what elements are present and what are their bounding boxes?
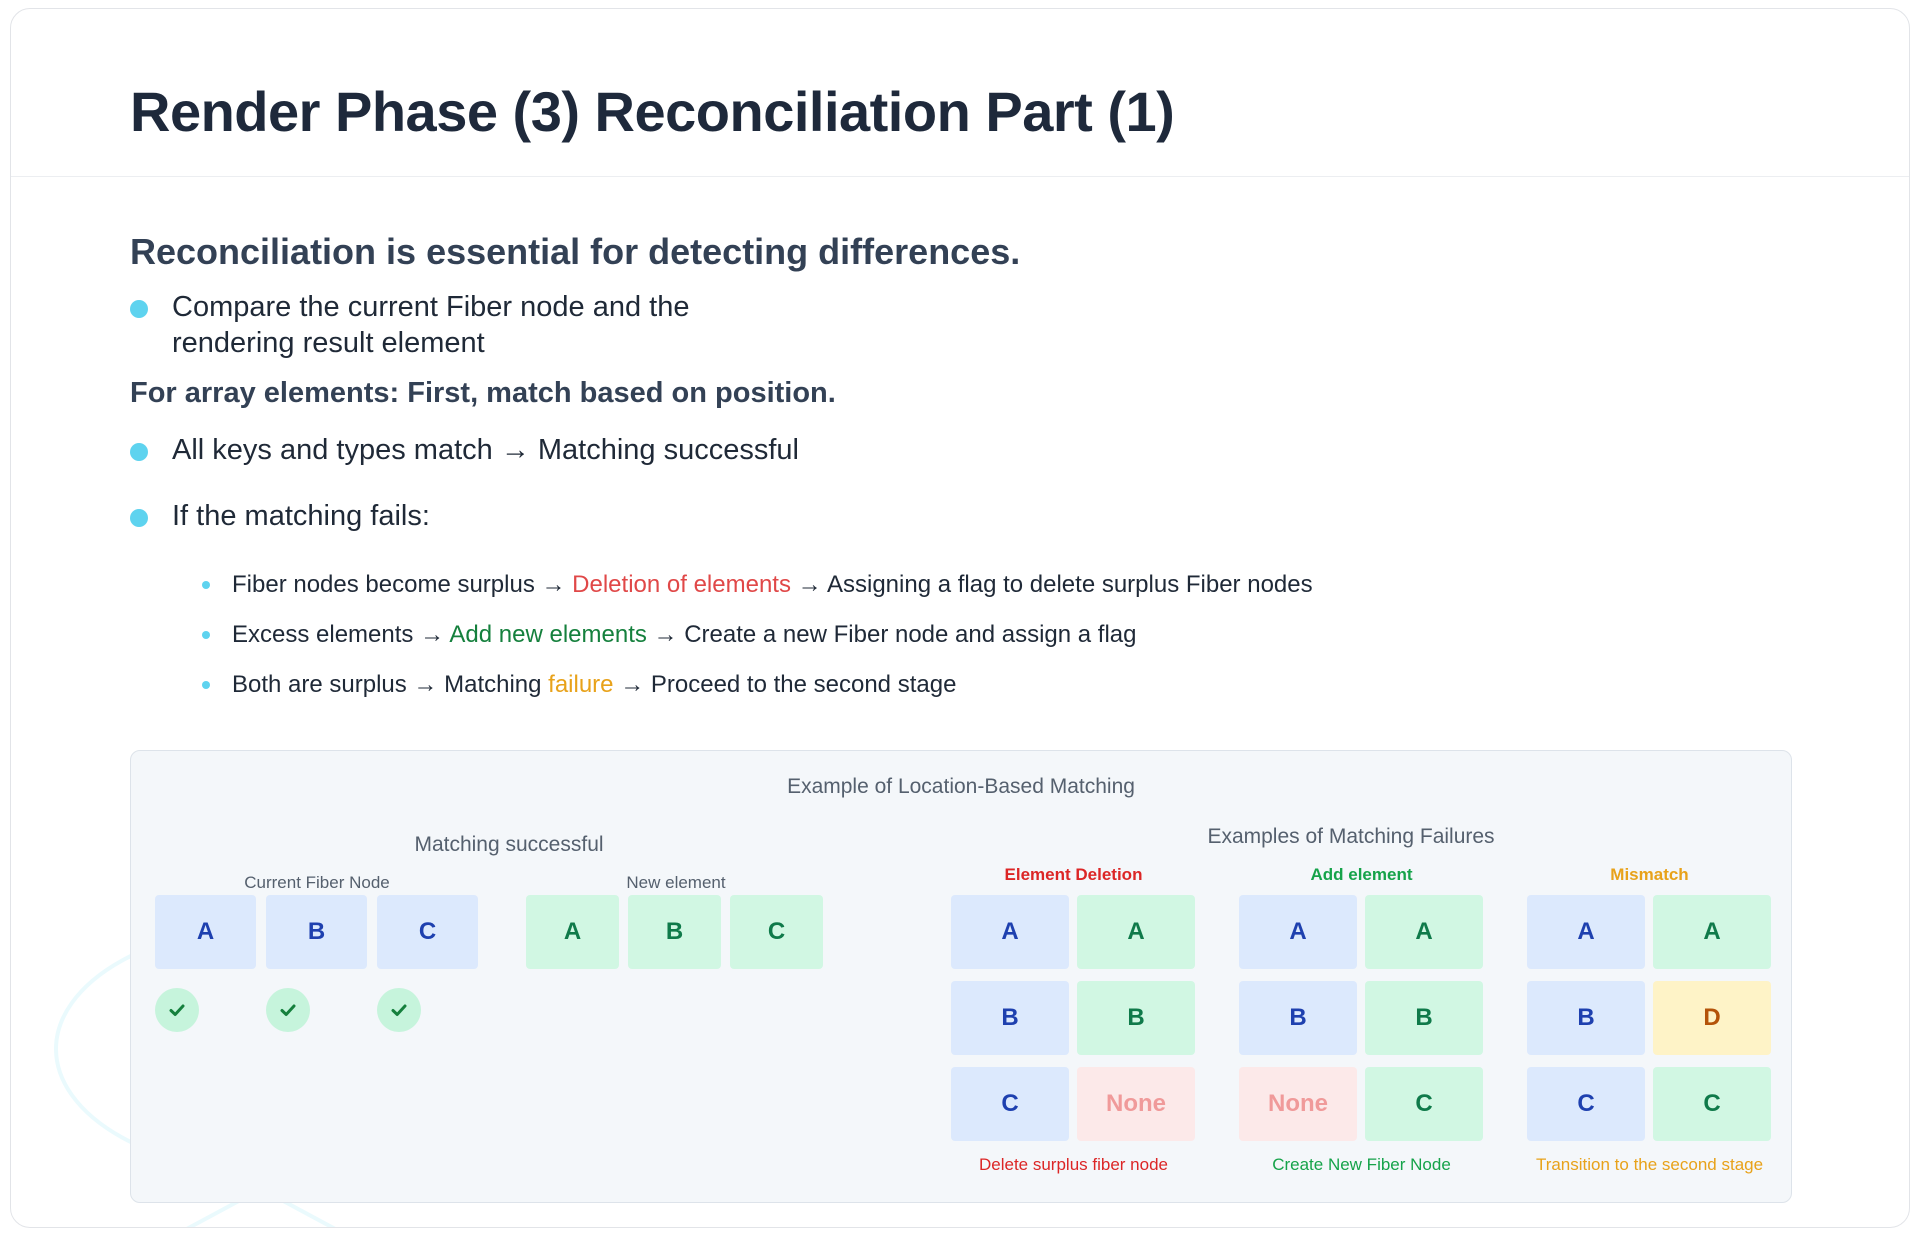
sub-bullet-dot-icon <box>202 581 210 589</box>
failures-title: Examples of Matching Failures <box>1207 825 1495 848</box>
fiber-cell: A <box>1239 895 1357 969</box>
fiber-cell: B <box>1239 981 1357 1055</box>
element-cell: C <box>1653 1067 1771 1141</box>
main-heading: Reconciliation is essential for detectin… <box>130 231 1021 272</box>
current-node-cell: C <box>377 895 478 969</box>
fiber-cell: C <box>951 1067 1069 1141</box>
group-label-deletion: Element Deletion <box>1004 865 1143 884</box>
slide-body: Reconciliation is essential for detectin… <box>130 231 1730 710</box>
bullet-compare: Compare the current Fiber node and the r… <box>130 289 1730 361</box>
text-post: → Create a new Fiber node and assign a f… <box>646 621 1137 648</box>
text-post: → Proceed to the second stage <box>613 671 957 698</box>
new-element-label: New element <box>626 873 726 892</box>
current-fiber-label: Current Fiber Node <box>244 873 390 892</box>
failure-case-deletion: Fiber nodes become surplus → Deletion of… <box>202 560 1730 610</box>
element-cell: A <box>1365 895 1483 969</box>
failure-case-mismatch: Both are surplus → Matching failure → Pr… <box>202 660 1730 710</box>
current-node-cell: B <box>266 895 367 969</box>
fiber-cell: C <box>1527 1067 1645 1141</box>
mismatch-cell: D <box>1653 981 1771 1055</box>
bullet-text: All keys and types match → Matching succ… <box>172 434 799 466</box>
none-cell: None <box>1239 1067 1357 1141</box>
group-label-add: Add element <box>1310 865 1413 884</box>
sub-bullet-text: Excess elements → Add new elements → Cre… <box>232 621 1137 649</box>
element-cell: C <box>1365 1067 1483 1141</box>
new-element-cell: B <box>628 895 721 969</box>
caption-mismatch: Transition to the second stage <box>1535 1155 1764 1174</box>
check-icon <box>266 988 310 1032</box>
bullet-success: All keys and types match → Matching succ… <box>130 432 1730 468</box>
text-post: → Assigning a flag to delete surplus Fib… <box>790 571 1313 598</box>
text-pre: Excess elements → <box>232 621 450 648</box>
failure-case-add: Excess elements → Add new elements → Cre… <box>202 610 1730 660</box>
failure-cases-list: Fiber nodes become surplus → Deletion of… <box>202 560 1730 710</box>
element-cell: B <box>1365 981 1483 1055</box>
text-pre: Both are surplus → Matching <box>232 671 549 698</box>
text-pre: Fiber nodes become surplus → <box>232 571 573 598</box>
new-element-cell: C <box>730 895 823 969</box>
check-icon <box>377 988 421 1032</box>
sub-heading: For array elements: First, match based o… <box>130 377 836 409</box>
highlight-failure: failure <box>548 671 614 698</box>
fiber-cell: A <box>1527 895 1645 969</box>
sub-bullet-dot-icon <box>202 631 210 639</box>
bullet-failure: If the matching fails: <box>130 498 1730 534</box>
fiber-cell: A <box>951 895 1069 969</box>
bullet-text: If the matching fails: <box>172 500 430 532</box>
current-node-cell: A <box>155 895 256 969</box>
element-cell: A <box>1653 895 1771 969</box>
bullet-dot-icon <box>130 443 148 461</box>
fiber-cell: B <box>1527 981 1645 1055</box>
slide-header: Render Phase (3) Reconciliation Part (1) <box>11 9 1909 177</box>
caption-add: Create New Fiber Node <box>1272 1155 1451 1174</box>
fiber-cell: B <box>951 981 1069 1055</box>
highlight-deletion: Deletion of elements <box>572 571 791 598</box>
diagram-title: Example of Location-Based Matching <box>787 775 1135 798</box>
check-icon <box>155 988 199 1032</box>
matching-diagram-panel: Example of Location-Based Matching Match… <box>130 750 1792 1203</box>
bullet-text: Compare the current Fiber node and the r… <box>172 291 690 359</box>
slide-card: Render Phase (3) Reconciliation Part (1)… <box>10 8 1910 1228</box>
sub-bullet-text: Both are surplus → Matching failure → Pr… <box>232 671 956 699</box>
group-label-mismatch: Mismatch <box>1610 865 1689 884</box>
sub-bullet-text: Fiber nodes become surplus → Deletion of… <box>232 571 1313 599</box>
sub-bullet-dot-icon <box>202 681 210 689</box>
element-cell: B <box>1077 981 1195 1055</box>
slide-title: Render Phase (3) Reconciliation Part (1) <box>130 80 1175 143</box>
bullet-dot-icon <box>130 300 148 318</box>
caption-deletion: Delete surplus fiber node <box>978 1155 1168 1174</box>
none-cell: None <box>1077 1067 1195 1141</box>
success-title: Matching successful <box>414 833 604 856</box>
new-element-cell: A <box>526 895 619 969</box>
element-cell: A <box>1077 895 1195 969</box>
bullet-dot-icon <box>130 509 148 527</box>
highlight-add: Add new elements <box>449 621 647 648</box>
